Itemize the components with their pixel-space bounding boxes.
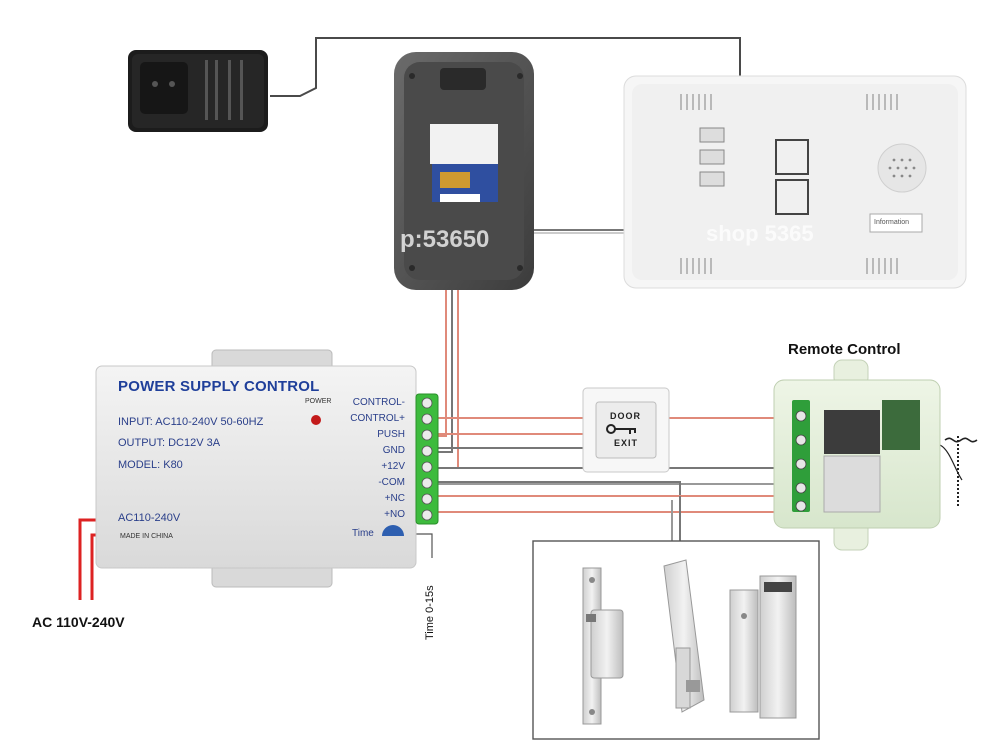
terminal-12v: +12V [381, 461, 405, 472]
terminal-com: -COM [378, 477, 405, 488]
indoor-monitor [623, 75, 967, 289]
door-camera [394, 52, 534, 290]
exit-button [582, 387, 670, 473]
ac-input-label: AC 110V-240V [32, 614, 125, 630]
monitor-sticker: Information [874, 219, 910, 226]
psu-input-spec: INPUT: AC110-240V 50-60HZ [118, 416, 264, 428]
time-lead [410, 533, 433, 558]
terminal-nc: +NC [384, 493, 405, 504]
exit-button-door-label: DOOR [610, 411, 641, 421]
time-label: Time [352, 528, 374, 539]
lock-options-box [532, 540, 820, 740]
exit-button-exit-label: EXIT [614, 438, 639, 448]
remote-control-label: Remote Control [788, 341, 901, 358]
time-range-label: Time 0-15s [424, 585, 436, 640]
key-icon [606, 424, 636, 434]
ac-wire-1 [78, 518, 100, 600]
terminal-block [415, 393, 439, 525]
com-wire [436, 481, 681, 560]
power-adapter [128, 50, 268, 132]
psu-made-in: MADE IN CHINA [120, 533, 173, 540]
terminal-push: PUSH [377, 429, 405, 440]
terminal-no: +NO [384, 509, 405, 520]
psu-ac-label: AC110-240V [118, 512, 181, 524]
terminal-control-plus: CONTROL+ [350, 413, 405, 424]
electric-strike-lock [582, 567, 624, 725]
electric-bolt-lock [663, 559, 705, 713]
psu-model: MODEL: K80 [118, 459, 183, 471]
psu-output-spec: OUTPUT: DC12V 3A [118, 437, 221, 449]
power-led [311, 415, 321, 425]
power-supply-box [95, 349, 417, 588]
magnetic-lock [729, 575, 797, 719]
time-knob [382, 525, 404, 536]
power-led-label: POWER [305, 398, 332, 405]
antenna-coil [944, 437, 978, 443]
watermark-left: p:53650 [400, 226, 490, 253]
remote-relay-module [773, 359, 941, 551]
terminal-gnd: GND [382, 445, 405, 456]
psu-title: POWER SUPPLY CONTROL [118, 378, 320, 395]
watermark-right: shop 5365 [706, 221, 814, 246]
terminal-control-minus: CONTROL- [352, 397, 405, 408]
